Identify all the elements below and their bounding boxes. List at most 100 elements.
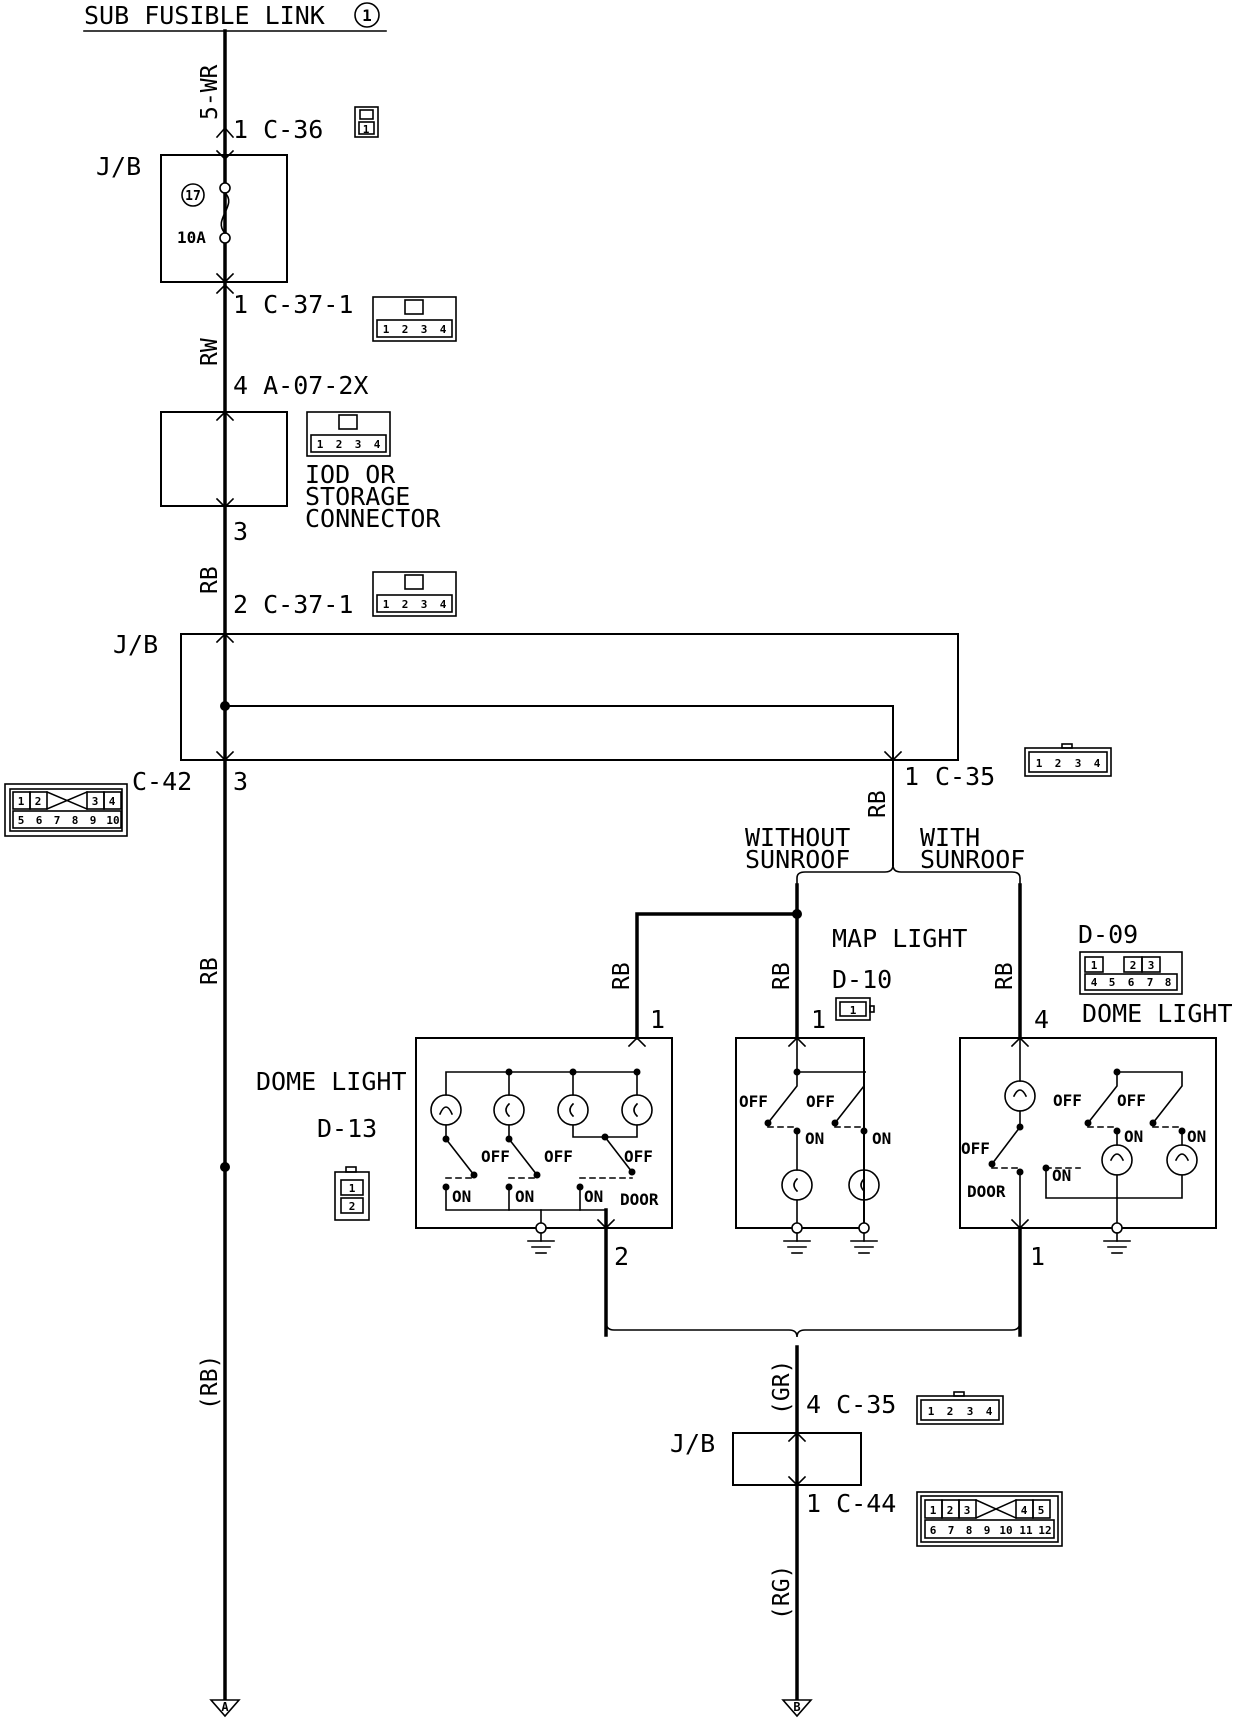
svg-text:1: 1 (363, 123, 370, 136)
svg-text:DOOR: DOOR (620, 1190, 659, 1209)
svg-text:6: 6 (930, 1524, 937, 1537)
wire-color-rb-2: RB (197, 957, 223, 985)
map-light-label: MAP LIGHT (832, 924, 967, 953)
svg-text:3: 3 (421, 598, 428, 611)
svg-text:2: 2 (402, 598, 409, 611)
svg-text:ON: ON (1124, 1127, 1143, 1146)
connector-c36-icon: 1 (354, 106, 379, 138)
dome-light-d09-label: DOME LIGHT (1082, 999, 1233, 1028)
dome-light-d13-internals: OFF OFF OFF ON ON ON DOOR (430, 1068, 659, 1254)
a07-pin3-label: 3 (233, 517, 248, 546)
svg-text:1: 1 (850, 1004, 857, 1017)
svg-text:4: 4 (1091, 976, 1098, 989)
connector-a07-icon: 1 2 3 4 (306, 411, 391, 457)
without-sunroof-1: WITHOUT (745, 823, 850, 852)
svg-text:2: 2 (947, 1504, 954, 1517)
svg-text:2: 2 (349, 1200, 356, 1213)
wire-color-5wr: 5-WR (197, 64, 223, 120)
svg-text:7: 7 (1147, 976, 1154, 989)
svg-text:4: 4 (109, 795, 116, 808)
iod-label-2: STORAGE (305, 482, 410, 511)
svg-text:OFF: OFF (806, 1092, 835, 1111)
svg-text:OFF: OFF (1117, 1091, 1146, 1110)
jb-label-middle: J/B (113, 630, 158, 659)
return-bracket (605, 1314, 1021, 1338)
connector-c44-icon: 1 2 3 4 5 6 7 8 9 10 11 12 (916, 1491, 1063, 1547)
svg-text:1: 1 (383, 598, 390, 611)
svg-text:1: 1 (18, 795, 25, 808)
connector-d10-label: D-10 (832, 965, 892, 994)
svg-text:12: 12 (1038, 1524, 1051, 1537)
connector-c35a-icon: 1 2 3 4 (1024, 743, 1112, 777)
svg-text:OFF: OFF (481, 1147, 510, 1166)
connector-c37-1b-icon: 1 2 3 4 (372, 571, 457, 617)
svg-text:8: 8 (1165, 976, 1172, 989)
svg-text:ON: ON (584, 1187, 603, 1206)
bulb-icon (430, 1094, 462, 1126)
svg-text:4: 4 (440, 598, 447, 611)
dome-light-d09-internals: OFF OFF OFF ON ON ON DOOR (961, 1037, 1206, 1254)
svg-text:OFF: OFF (739, 1092, 768, 1111)
without-sunroof-2: SUNROOF (745, 845, 850, 874)
connector-c37-1a-icon: 1 2 3 4 (372, 296, 457, 342)
c42-pin-label: 3 (233, 767, 248, 796)
svg-text:OFF: OFF (1053, 1091, 1082, 1110)
title-number: 1 (362, 6, 372, 25)
svg-text:3: 3 (421, 323, 428, 336)
connector-d09-label: D-09 (1078, 920, 1138, 949)
sunroof-bracket (796, 864, 1021, 886)
bulb-icon (1166, 1144, 1198, 1176)
svg-text:9: 9 (984, 1524, 991, 1537)
connector-c35b-label: 4 C-35 (806, 1390, 896, 1419)
svg-text:1: 1 (349, 1182, 356, 1195)
title-number-circle (354, 2, 380, 28)
wire-color-rb-4: RB (609, 962, 635, 990)
jb-junction-box (180, 633, 959, 761)
svg-text:10: 10 (106, 814, 119, 827)
connector-c44-label: 1 C-44 (806, 1489, 896, 1518)
bulb-icon (1004, 1080, 1036, 1112)
svg-text:B: B (793, 1700, 800, 1714)
d09-pin4-label: 4 (1034, 1005, 1049, 1034)
d09-pin1-label: 1 (1030, 1242, 1045, 1271)
dome-light-d13-feed-wire (635, 912, 799, 1040)
fuse-17: 17 10A (177, 182, 231, 247)
junction-dot-2 (220, 1162, 230, 1172)
jb-label-bottom: J/B (670, 1429, 715, 1458)
svg-text:9: 9 (90, 814, 97, 827)
svg-text:2: 2 (35, 795, 42, 808)
svg-text:1: 1 (928, 1405, 935, 1418)
connector-c35a-label: C-35 (935, 762, 995, 791)
wire-color-rb-1: RB (197, 566, 223, 594)
with-sunroof-2: SUNROOF (920, 845, 1025, 874)
svg-text:4: 4 (440, 323, 447, 336)
svg-text:6: 6 (1128, 976, 1135, 989)
diagram-title: SUB FUSIBLE LINK (84, 1, 325, 30)
connector-c37-1b-label: 2 C-37-1 (233, 590, 353, 619)
connector-a07-label: 4 A-07-2X (233, 371, 368, 400)
bulb-icon (493, 1094, 525, 1126)
svg-text:1: 1 (1036, 757, 1043, 770)
svg-text:3: 3 (92, 795, 99, 808)
svg-text:7: 7 (54, 814, 61, 827)
svg-text:3: 3 (1075, 757, 1082, 770)
jb-label-top: J/B (96, 152, 141, 181)
svg-text:A: A (221, 1700, 229, 1714)
d10-pin-label: 1 (811, 1005, 826, 1034)
svg-text:11: 11 (1019, 1524, 1033, 1537)
with-sunroof-1: WITH (920, 823, 980, 852)
svg-text:ON: ON (1052, 1166, 1071, 1185)
dome-light-d13-label: DOME LIGHT (256, 1067, 407, 1096)
svg-text:5: 5 (1038, 1504, 1045, 1517)
svg-text:3: 3 (964, 1504, 971, 1517)
jb-branch-wire (224, 705, 894, 771)
svg-text:6: 6 (36, 814, 43, 827)
wire-color-rg: (RG) (769, 1565, 795, 1620)
svg-text:DOOR: DOOR (967, 1182, 1006, 1201)
c35a-pin-label: 1 (904, 762, 919, 791)
connector-d10-icon: 1 (835, 997, 875, 1021)
bulb-icon (1101, 1144, 1133, 1176)
connector-c42-icon: 1 2 3 4 5 6 7 8 9 10 (4, 783, 128, 837)
wire-color-rb-paren: (RB) (197, 1355, 223, 1410)
